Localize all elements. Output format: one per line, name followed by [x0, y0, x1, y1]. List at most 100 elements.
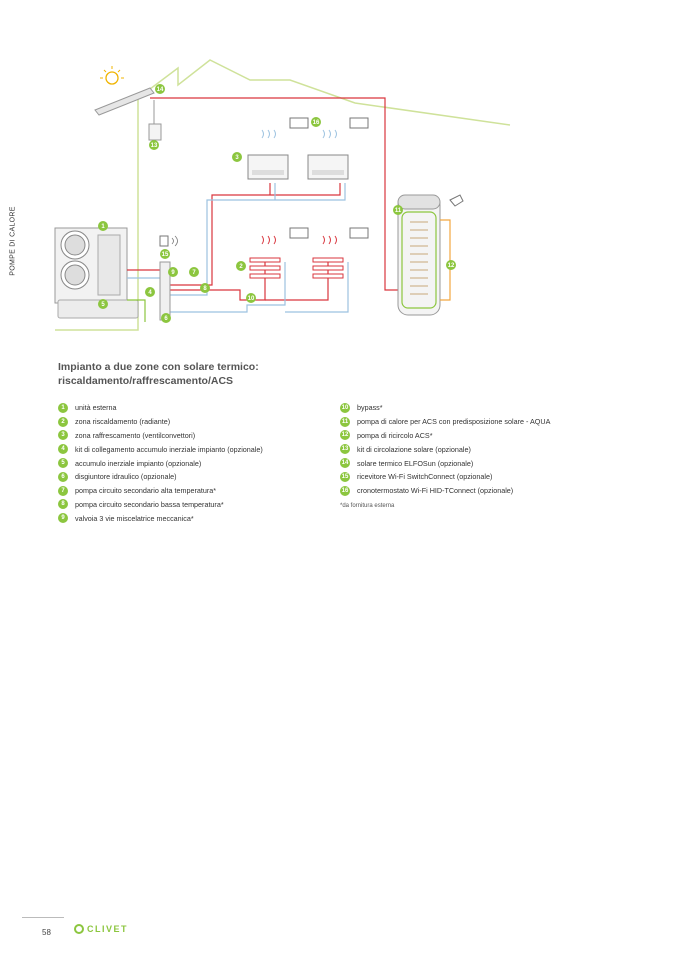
cold-water-pipes — [127, 183, 349, 313]
sun-icon — [105, 71, 119, 85]
svg-text:1: 1 — [101, 224, 105, 230]
legend-item: 7 pompa circuito secondario alta temperat… — [58, 484, 263, 498]
diagram-badges: 1 2 3 4 5 6 7 8 9 10 11 12 13 14 15 16 — [98, 84, 456, 323]
badge-2: 2 — [236, 261, 246, 271]
svg-text:12: 12 — [448, 263, 455, 269]
svg-text:4: 4 — [148, 290, 152, 296]
system-diagram: 1 2 3 4 5 6 7 8 9 10 11 12 13 14 15 16 — [54, 59, 511, 331]
svg-text:13: 13 — [151, 143, 158, 149]
badge-1: 1 — [98, 221, 108, 231]
legend-text: pompa di calore per ACS con predisposizi… — [357, 417, 551, 427]
badge-7: 7 — [189, 267, 199, 277]
svg-text:8: 8 — [203, 286, 207, 292]
hot-water-pipes — [127, 183, 341, 301]
legend-text: disgiuntore idraulico (opzionale) — [75, 472, 177, 482]
svg-text:9: 9 — [171, 270, 175, 276]
heating-waves-icon — [261, 235, 276, 245]
legend-number-badge: 13 — [340, 444, 350, 455]
legend-number-badge: 16 — [340, 485, 350, 496]
badge-13: 13 — [149, 140, 159, 150]
legend-text: solare termico ELFOSun (opzionale) — [357, 458, 474, 468]
legend-text: valvoia 3 vie miscelatrice meccanica* — [75, 513, 194, 523]
footnote: *da fornitura esterna — [340, 503, 395, 509]
legend-text: accumulo inerziale impianto (opzionale) — [75, 458, 202, 468]
legend-number-badge: 4 — [58, 444, 68, 455]
svg-text:5: 5 — [101, 302, 105, 308]
brand-name: CLIVET — [87, 924, 129, 934]
buffer-tank — [57, 299, 139, 319]
legend-number-badge: 6 — [58, 471, 68, 482]
svg-text:3: 3 — [235, 155, 239, 161]
tap-icon — [449, 194, 464, 207]
legend-number-badge: 15 — [340, 471, 350, 482]
legend-text: ricevitore Wi-Fi SwitchConnect (opzional… — [357, 472, 493, 482]
svg-text:2: 2 — [239, 264, 243, 270]
legend-number-badge: 14 — [340, 458, 350, 469]
legend-text: kit di circolazione solare (opzionale) — [357, 444, 471, 454]
page-number: 58 — [42, 928, 51, 937]
legend-left: 1 unità esterna 2 zona riscaldamento (radi… — [58, 401, 263, 525]
legend-number-badge: 12 — [340, 430, 350, 441]
wifi-icon — [171, 235, 178, 247]
legend-item: 2 zona riscaldamento (radiante) — [58, 415, 263, 429]
legend-number-badge: 2 — [58, 416, 68, 427]
solar-panel — [94, 66, 155, 116]
svg-text:16: 16 — [313, 120, 320, 126]
svg-text:6: 6 — [164, 316, 168, 322]
thermostat-icon — [349, 117, 369, 129]
legend-text: zona riscaldamento (radiante) — [75, 417, 171, 427]
svg-text:11: 11 — [395, 208, 402, 214]
legend-number-badge: 7 — [58, 485, 68, 496]
legend-number-badge: 8 — [58, 499, 68, 510]
recirculation-pipe — [440, 219, 451, 301]
legend-text: cronotermostato Wi-Fi HID-TConnect (opzi… — [357, 486, 514, 496]
outdoor-unit — [54, 227, 128, 304]
badge-11: 11 — [393, 205, 403, 215]
legend-item: 12 pompa di ricircolo ACS* — [340, 429, 550, 443]
badge-5: 5 — [98, 299, 108, 309]
legend-item: 8 pompa circuito secondario bassa tempera… — [58, 498, 263, 512]
svg-text:10: 10 — [248, 296, 255, 302]
svg-text:7: 7 — [192, 270, 196, 276]
legend-number-badge: 9 — [58, 513, 68, 524]
radiant-floor-right — [312, 257, 344, 279]
cooling-waves-icon — [261, 129, 276, 139]
radiant-floor-left — [249, 257, 281, 279]
heating-waves-icon — [322, 235, 337, 245]
legend-item: 15 ricevitore Wi-Fi SwitchConnect (opzion… — [340, 470, 550, 484]
cooling-waves-icon — [322, 129, 337, 139]
legend-item: 13 kit di circolazione solare (opzionale) — [340, 442, 550, 456]
legend-text: pompa circuito secondario bassa temperat… — [75, 499, 224, 509]
house-outline — [137, 59, 511, 146]
badge-10: 10 — [246, 293, 256, 303]
legend-text: pompa di ricircolo ACS* — [357, 430, 433, 440]
logo-ring-icon — [74, 924, 84, 934]
badge-8: 8 — [200, 283, 210, 293]
brand-logo: CLIVET — [74, 924, 128, 934]
legend-text: unità esterna — [75, 403, 117, 413]
green-link — [127, 299, 146, 322]
solar-flow-pipe — [150, 97, 400, 291]
badge-4: 4 — [145, 287, 155, 297]
badge-3: 3 — [232, 152, 242, 162]
wifi-receiver — [159, 235, 169, 247]
legend-item: 16 cronotermostato Wi-Fi HID-TConnect (op… — [340, 484, 550, 498]
legend-item: 6 disgiuntore idraulico (opzionale) — [58, 470, 263, 484]
dhw-heat-pump-tank — [397, 194, 441, 316]
legend-text: pompa circuito secondario alta temperatu… — [75, 486, 217, 496]
footer-divider — [22, 917, 64, 918]
solar-circulation-kit — [148, 123, 162, 141]
fan-coil-right — [307, 154, 349, 180]
badge-16: 16 — [311, 117, 321, 127]
fan-coil-left — [247, 154, 289, 180]
section-title: Impianto a due zone con solare termico: … — [58, 361, 259, 387]
thermostat-icon — [349, 227, 369, 239]
thermostat-icon — [289, 117, 309, 129]
legend-text: zona raffrescamento (ventilconvettori) — [75, 430, 196, 440]
svg-text:14: 14 — [157, 87, 164, 93]
legend-number-badge: 1 — [58, 402, 68, 413]
